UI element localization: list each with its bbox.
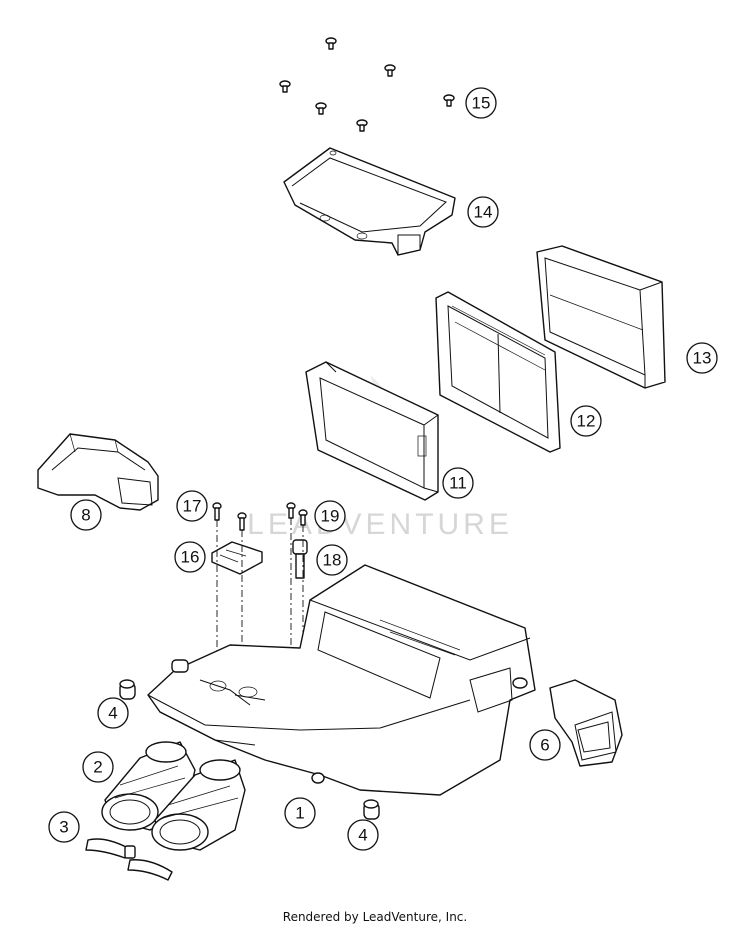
- svg-text:4: 4: [358, 826, 367, 845]
- part-intake-boots-2: [101, 741, 246, 851]
- screw-icon: [212, 502, 222, 521]
- part-intake-snorkel-6: [549, 679, 623, 767]
- part-screws-17: [212, 502, 247, 531]
- part-grommet-4b: [363, 799, 380, 820]
- part-grommet-4a: [119, 679, 136, 700]
- svg-text:17: 17: [183, 497, 202, 516]
- part-filter-housing-13: [536, 245, 666, 389]
- callout-18: 18: [316, 544, 348, 576]
- callout-12: 12: [570, 405, 602, 437]
- screw-icon: [279, 80, 291, 93]
- callout-2: 2: [82, 751, 114, 783]
- callout-1: 1: [284, 797, 316, 829]
- part-sensor-18: [292, 539, 308, 579]
- svg-text:12: 12: [577, 412, 596, 431]
- part-screws-19: [286, 502, 308, 526]
- part-screws-15: [279, 37, 455, 132]
- svg-text:3: 3: [59, 818, 68, 837]
- svg-text:6: 6: [540, 736, 549, 755]
- screw-icon: [315, 102, 327, 115]
- watermark-text: LEADVENTURE: [247, 508, 513, 541]
- part-airbox-1: [147, 564, 536, 796]
- part-airbox-cover-14: [283, 147, 456, 256]
- callout-13: 13: [686, 342, 718, 374]
- callout-17: 17: [176, 490, 208, 522]
- callout-19: 19: [314, 500, 346, 532]
- screw-icon: [443, 94, 455, 107]
- svg-text:11: 11: [449, 474, 467, 493]
- svg-text:14: 14: [474, 203, 493, 222]
- svg-text:8: 8: [81, 506, 90, 525]
- part-hose-clamps-3: [85, 838, 173, 881]
- callout-14: 14: [467, 196, 499, 228]
- footer-credit: Rendered by LeadVenture, Inc.: [282, 910, 468, 924]
- part-air-filter-11: [305, 361, 439, 501]
- callouts: 1 2 3 4 4 6 8 11 12 13 14 15 16 17 18 19: [48, 87, 718, 851]
- callout-4b: 4: [347, 819, 379, 851]
- callout-11: 11: [442, 467, 474, 499]
- part-intake-snorkel-8: [37, 433, 159, 511]
- callout-16: 16: [174, 541, 206, 573]
- screw-icon: [356, 119, 368, 132]
- callout-15: 15: [465, 87, 497, 119]
- svg-text:18: 18: [323, 551, 342, 570]
- intake-boot: [151, 759, 246, 851]
- svg-text:4: 4: [108, 704, 117, 723]
- callout-6: 6: [529, 729, 561, 761]
- part-filter-cage-12: [435, 291, 561, 453]
- callout-8: 8: [70, 499, 102, 531]
- screw-icon: [325, 37, 337, 50]
- screw-icon: [286, 502, 296, 519]
- part-cover-plate-16: [211, 541, 263, 575]
- svg-text:13: 13: [693, 349, 712, 368]
- svg-text:19: 19: [321, 507, 340, 526]
- svg-text:15: 15: [472, 94, 491, 113]
- svg-text:16: 16: [181, 548, 200, 567]
- screw-icon: [384, 64, 396, 77]
- screw-icon: [237, 512, 247, 531]
- svg-text:2: 2: [93, 758, 102, 777]
- callout-4a: 4: [97, 697, 129, 729]
- callout-3: 3: [48, 811, 80, 843]
- svg-text:1: 1: [295, 804, 304, 823]
